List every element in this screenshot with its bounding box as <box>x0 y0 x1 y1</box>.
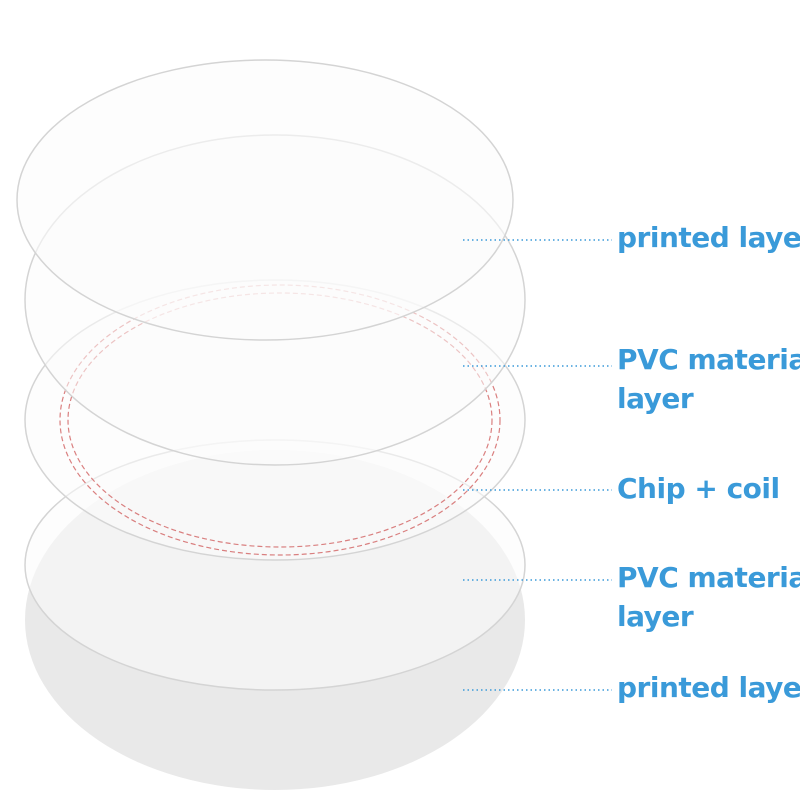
label-printed-layer-bottom: printed layer <box>617 671 800 704</box>
label-pvc-material-layer-lower: PVC material layer <box>617 561 800 633</box>
label-printed-layer-top: printed layer <box>617 221 800 254</box>
printed-layer-top-disc <box>16 59 514 341</box>
label-chip-coil: Chip + coil <box>617 472 780 505</box>
label-pvc-material-layer-upper: PVC material layer <box>617 343 800 415</box>
